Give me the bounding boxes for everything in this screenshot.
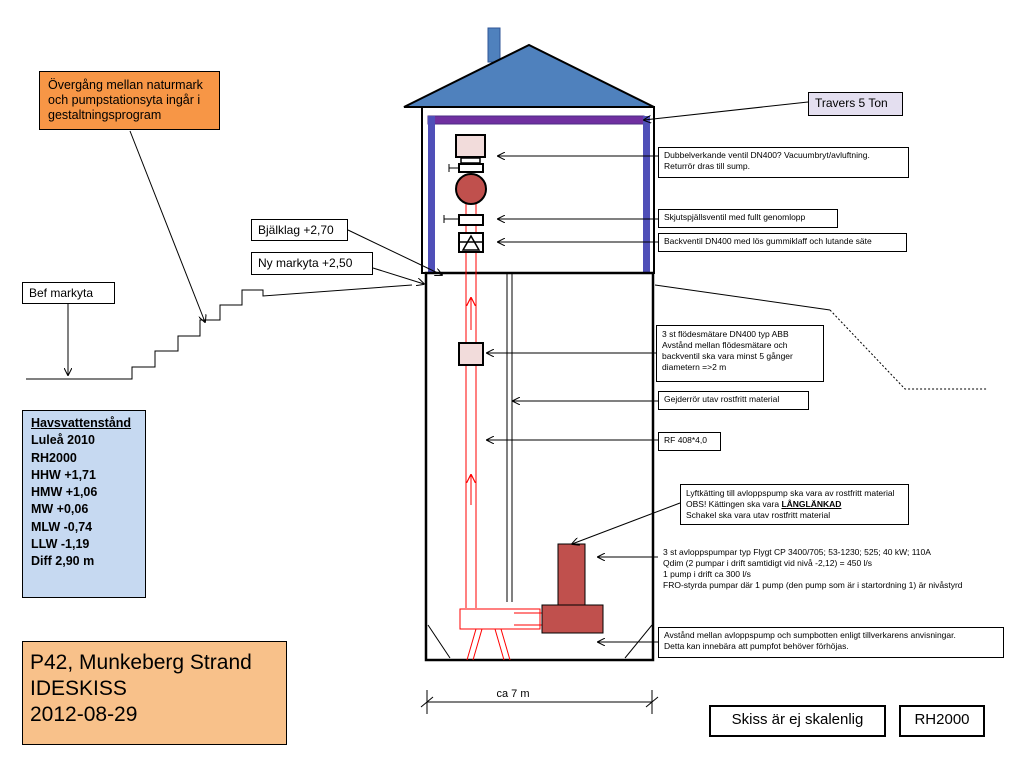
roof [403, 43, 655, 108]
flowmeter-note: 3 st flödesmätare DN400 typ ABB Avstånd … [656, 325, 824, 382]
crane-beam [427, 115, 645, 125]
pumps-line: 3 st avloppspumpar typ Flygt CP 3400/705… [663, 547, 931, 557]
existing-ground-steps [26, 284, 413, 380]
beam-level-label: Bjälklag +2,70 [251, 219, 348, 241]
sea-level-line: MW +0,06 [31, 502, 89, 517]
sump-note: Avstånd mellan avloppspump och sumpbotte… [658, 627, 1004, 658]
project-name: P42, Munkeberg Strand [30, 651, 252, 674]
vacuum-breaker [455, 173, 487, 205]
dimension-slash [420, 696, 434, 708]
dimension-label: ca 7 m [496, 688, 529, 700]
landscape-note-text: Övergång mellan naturmark och pumpstatio… [48, 78, 203, 122]
guide-pipe-text: Gejderrör utav rostfritt material [664, 394, 780, 404]
sump-line: Avstånd mellan avloppspump och sumpbotte… [664, 630, 956, 640]
chain-line: Schakel ska vara utav rostfritt material [686, 510, 831, 520]
roof-vent [487, 27, 501, 63]
chain-line: OBS! Kättingen ska vara LÅNGLÄNKAD [686, 499, 903, 510]
sea-level-line: MLW -0,74 [31, 519, 93, 534]
title-block: P42, Munkeberg Strand IDESKISS 2012-08-2… [22, 641, 287, 745]
gate-valve [458, 214, 484, 226]
check-valve-flap [461, 234, 481, 251]
chain-note: Lyftkätting till avloppspump ska vara av… [680, 484, 909, 525]
crane-leg-left [428, 116, 435, 272]
valve-spindle [460, 157, 481, 164]
height-system-label: RH2000 [899, 705, 985, 737]
height-system-text: RH2000 [914, 711, 970, 728]
pump-foot-leg [500, 628, 511, 661]
leader-arrow [129, 130, 205, 322]
rf-pipe-text: RF 408*4,0 [664, 435, 707, 445]
new-ground-text: Ny markyta +2,50 [258, 256, 353, 270]
flowmeter-line: backventil ska vara minst 5 gånger [662, 351, 793, 361]
wet-well [424, 271, 655, 662]
project-date: 2012-08-29 [30, 703, 138, 726]
chain-line-prefix: OBS! Kättingen ska vara [686, 499, 782, 509]
pumps-line: 1 pump i drift ca 300 l/s [663, 569, 751, 579]
new-ground-label: Ny markyta +2,50 [251, 252, 373, 275]
check-valve-text: Backventil DN400 med lös gummiklaff och … [664, 236, 872, 246]
ground-surface-right [654, 284, 831, 311]
leader-arrow [347, 229, 442, 275]
chain-line: Lyftkätting till avloppspump ska vara av… [686, 488, 895, 498]
sea-level-line: Luleå 2010 [31, 433, 95, 448]
flowmeter-line: diametern =>2 m [662, 362, 727, 372]
pump-foot-leg [472, 628, 483, 661]
project-stage: IDESKISS [30, 677, 127, 700]
sump-chamfer-left [427, 624, 451, 659]
scale-note: Skiss är ej skalenlig [709, 705, 886, 737]
pump-body [541, 604, 604, 634]
leader-arrow [372, 267, 424, 284]
landscape-note: Övergång mellan naturmark och pumpstatio… [39, 71, 220, 130]
crane-label: Travers 5 Ton [808, 92, 903, 116]
beam-level-text: Bjälklag +2,70 [258, 223, 334, 237]
pumps-note: 3 st avloppspumpar typ Flygt CP 3400/705… [658, 544, 1004, 602]
pump-foot-leg [494, 628, 505, 661]
flowmeter-line: 3 st flödesmätare DN400 typ ABB [662, 329, 789, 339]
sea-level-line: RH2000 [31, 450, 77, 465]
guide-pipe-note: Gejderrör utav rostfritt material [658, 391, 809, 410]
crane-text: Travers 5 Ton [815, 96, 888, 110]
sea-level-heading: Havsvattenstånd [31, 416, 132, 430]
pump-motor [557, 543, 586, 606]
pump-foot [459, 608, 541, 630]
scale-note-text: Skiss är ej skalenlig [731, 711, 864, 728]
sump-line: Detta kan innebära att pumpfot behöver f… [664, 641, 849, 651]
sea-level-box: Havsvattenstånd Luleå 2010 RH2000 HHW +1… [22, 410, 146, 598]
double-valve-line: Dubbelverkande ventil DN400? Vacuumbryt/… [664, 150, 870, 160]
existing-ground-label: Bef markyta [22, 282, 115, 304]
flowmeter [458, 342, 484, 366]
gate-valve-text: Skjutspjällsventil med fullt genomlopp [664, 212, 806, 222]
sea-level-line: HHW +1,71 [31, 467, 96, 482]
double-valve-note: Dubbelverkande ventil DN400? Vacuumbryt/… [658, 147, 909, 178]
existing-ground-text: Bef markyta [29, 286, 94, 300]
sea-level-line: HMW +1,06 [31, 485, 98, 500]
flowmeter-line: Avstånd mellan flödesmätare och [662, 340, 788, 350]
gate-valve-note: Skjutspjällsventil med fullt genomlopp [658, 209, 838, 228]
double-acting-valve [455, 134, 486, 158]
leader-arrow [572, 502, 681, 544]
pump-foot-leg [466, 628, 477, 661]
dimension-slash [645, 696, 659, 708]
sea-level-line: Diff 2,90 m [31, 554, 95, 569]
double-valve-line: Returrör dras till sump. [664, 161, 750, 171]
valve-flange [458, 163, 484, 173]
crane-leg-right [643, 116, 650, 272]
leader-arrow [644, 101, 809, 120]
pumps-line: Qdim (2 pumpar i drift samtidigt vid niv… [663, 558, 873, 568]
rf-pipe-note: RF 408*4,0 [658, 432, 721, 451]
ground-slope-right [829, 309, 987, 390]
chain-emphasis: LÅNGLÄNKAD [781, 499, 842, 509]
check-valve-note: Backventil DN400 med lös gummiklaff och … [658, 233, 907, 252]
sea-level-line: LLW -1,19 [31, 537, 90, 552]
pumps-line: FRO-styrda pumpar där 1 pump (den pump s… [663, 580, 963, 590]
